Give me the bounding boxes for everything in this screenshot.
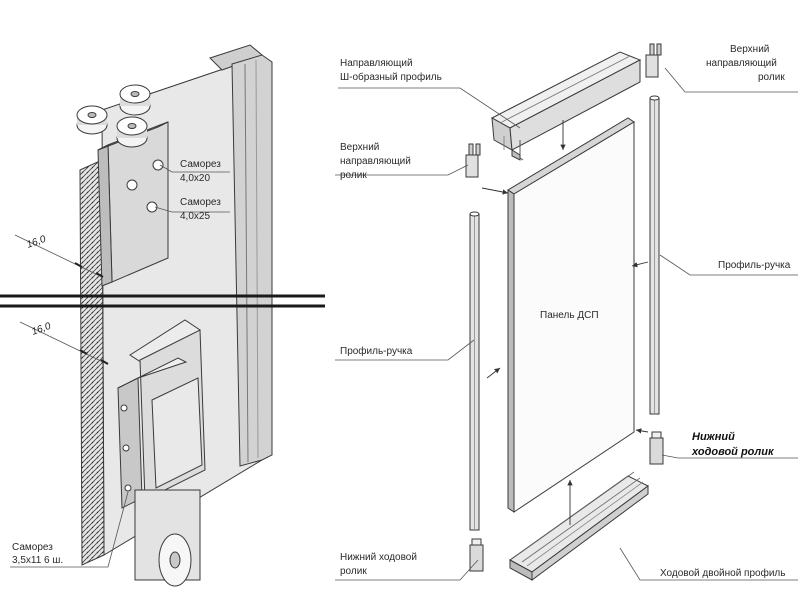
chipboard-panel: Панель ДСП — [507, 117, 635, 513]
roller-icon — [116, 116, 148, 148]
top-profile-label-2: Ш-образный профиль — [340, 71, 442, 83]
screw-4x20-label-1: Саморез — [180, 159, 221, 170]
screw-hole-icon — [126, 179, 138, 191]
handle-left-label: Профиль-ручка — [340, 345, 413, 357]
right-assembly-group: Панель ДСП — [335, 43, 798, 581]
bottom-roller-left-label-1: Нижний ходовой — [340, 552, 417, 563]
screw-hole-icon — [124, 484, 132, 492]
bottom-roller-right — [649, 431, 664, 465]
top-roller-right — [645, 43, 662, 78]
top-roller-left-label-2: направляющий — [340, 156, 411, 167]
top-roller-right-label-3: ролик — [758, 72, 785, 83]
handle-profile-right — [649, 95, 660, 415]
bottom-roller-right-label-2: ходовой ролик — [691, 446, 775, 458]
screw-4x25-label-1: Саморез — [180, 197, 221, 208]
handle-profile-left — [469, 211, 480, 531]
top-roller-bracket — [76, 84, 169, 287]
bottom-profile-label: Ходовой двойной профиль — [660, 567, 785, 579]
wheel-icon — [158, 533, 192, 587]
screw-hole-icon — [122, 444, 130, 452]
bottom-roller-left-label-2: ролик — [340, 566, 367, 577]
screw-4x25-label-2: 4,0х25 — [180, 211, 210, 222]
top-roller-left-label-1: Верхний — [340, 142, 379, 153]
roller-icon — [119, 84, 151, 116]
screw-hole-icon — [146, 201, 158, 213]
screw-hole-icon — [120, 404, 128, 412]
top-roller-left-label-3: ролик — [340, 170, 367, 181]
top-w-profile — [490, 51, 642, 161]
top-profile-label-1: Направляющий — [340, 58, 413, 69]
top-roller-left — [465, 143, 481, 178]
bottom-roller-right-label-1: Нижний — [692, 431, 735, 443]
bottom-roller-bracket — [117, 319, 206, 587]
screw-4x20-label-2: 4,0х20 — [180, 173, 210, 184]
roller-icon — [76, 105, 108, 135]
panel-edge-hatch — [79, 159, 105, 566]
handle-right-label: Профиль-ручка — [718, 259, 791, 271]
screw-35-label-2: 3,5х11 6 ш. — [12, 555, 63, 566]
bottom-roller-left — [469, 538, 484, 572]
top-roller-right-label-2: направляющий — [706, 58, 777, 69]
dim-top-label: 16,0 — [25, 234, 47, 251]
panel-label: Панель ДСП — [540, 310, 599, 321]
dim-bottom-label: 16,0 — [30, 321, 52, 338]
bottom-double-profile — [509, 471, 649, 581]
left-detail-group: 16,0 16,0 Саморез 4,0х20 Саморез 4,0х25 … — [0, 44, 325, 587]
top-roller-right-label-1: Верхний — [730, 44, 769, 55]
screw-hole-icon — [152, 159, 164, 171]
screw-35-label-1: Саморез — [12, 542, 53, 553]
